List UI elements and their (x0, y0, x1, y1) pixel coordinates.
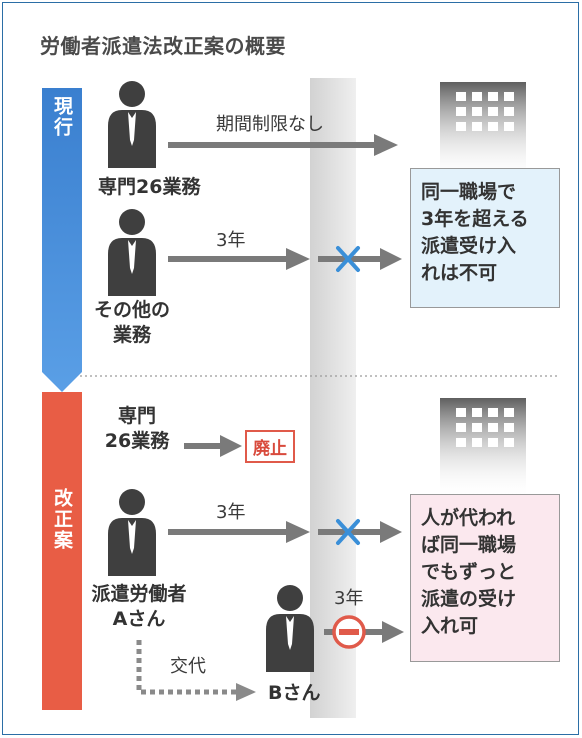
proposed-rule-line4: 派遣の受け (421, 588, 517, 610)
arrow-no-limit (168, 134, 398, 156)
abolished-badge: 廃止 (245, 430, 295, 463)
no-entry-icon (332, 615, 366, 649)
page-title: 労働者派遣法改正案の概要 (40, 34, 286, 58)
current-rule-box: 同一職場で 3年を超える 派遣受け入 れは不可 (410, 168, 560, 308)
label-abolished-specialist: 専門 26業務 (92, 404, 182, 454)
building-icon-current (440, 82, 526, 182)
person-icon-worker-a (108, 489, 156, 576)
building-icon-proposed (440, 398, 526, 498)
label-worker-a-line1: 派遣労働者 (91, 583, 187, 605)
proposed-rule-line5: 入れ可 (421, 615, 479, 637)
current-sidebar (42, 88, 82, 392)
person-icon-specialist (108, 81, 156, 168)
label-3years-worker-b: 3年 (334, 588, 364, 609)
cross-icon-current (336, 246, 360, 272)
label-other-work-line1: その他の (93, 299, 170, 321)
section-label-proposed: 改正案 (51, 488, 73, 551)
person-icon-worker-b (266, 585, 314, 672)
label-3years-proposed: 3年 (216, 502, 246, 523)
section-label-current: 現行 (51, 96, 73, 138)
label-abolished-line2: 26業務 (104, 430, 170, 452)
label-no-limit: 期間制限なし (216, 114, 324, 135)
proposed-rule-line2: ば同一職場 (421, 534, 517, 556)
arrow-abolished (184, 435, 242, 457)
label-worker-a-line2: Aさん (112, 608, 166, 630)
label-abolished-line1: 専門 (117, 405, 156, 427)
current-rule-line2: 3年を超える (421, 208, 529, 230)
label-worker-a: 派遣労働者 Aさん (84, 582, 194, 632)
proposed-rule-box: 人が代われ ば同一職場 でもずっと 派遣の受け 入れ可 (410, 494, 560, 662)
arrow-3years-current (168, 248, 402, 270)
proposed-rule-line1: 人が代われ (421, 507, 516, 529)
current-rule-line1: 同一職場で (421, 181, 517, 203)
label-other-work-line2: 業務 (112, 324, 151, 346)
arrow-swap (136, 640, 256, 701)
person-icon-other (108, 209, 156, 296)
arrow-3years-proposed (168, 521, 402, 543)
label-specialist-26: 専門26業務 (98, 176, 201, 198)
label-other-work: その他の 業務 (82, 298, 182, 348)
label-3years-current: 3年 (216, 230, 246, 251)
time-boundary-band (310, 78, 356, 718)
label-worker-b: Bさん (268, 682, 321, 704)
cross-icon-proposed (336, 519, 360, 545)
proposed-sidebar (42, 392, 82, 710)
proposed-rule-line3: でもずっと (421, 561, 517, 583)
current-rule-line4: れは不可 (421, 262, 498, 284)
current-rule-line3: 派遣受け入 (421, 235, 517, 257)
label-swap: 交代 (170, 656, 206, 677)
